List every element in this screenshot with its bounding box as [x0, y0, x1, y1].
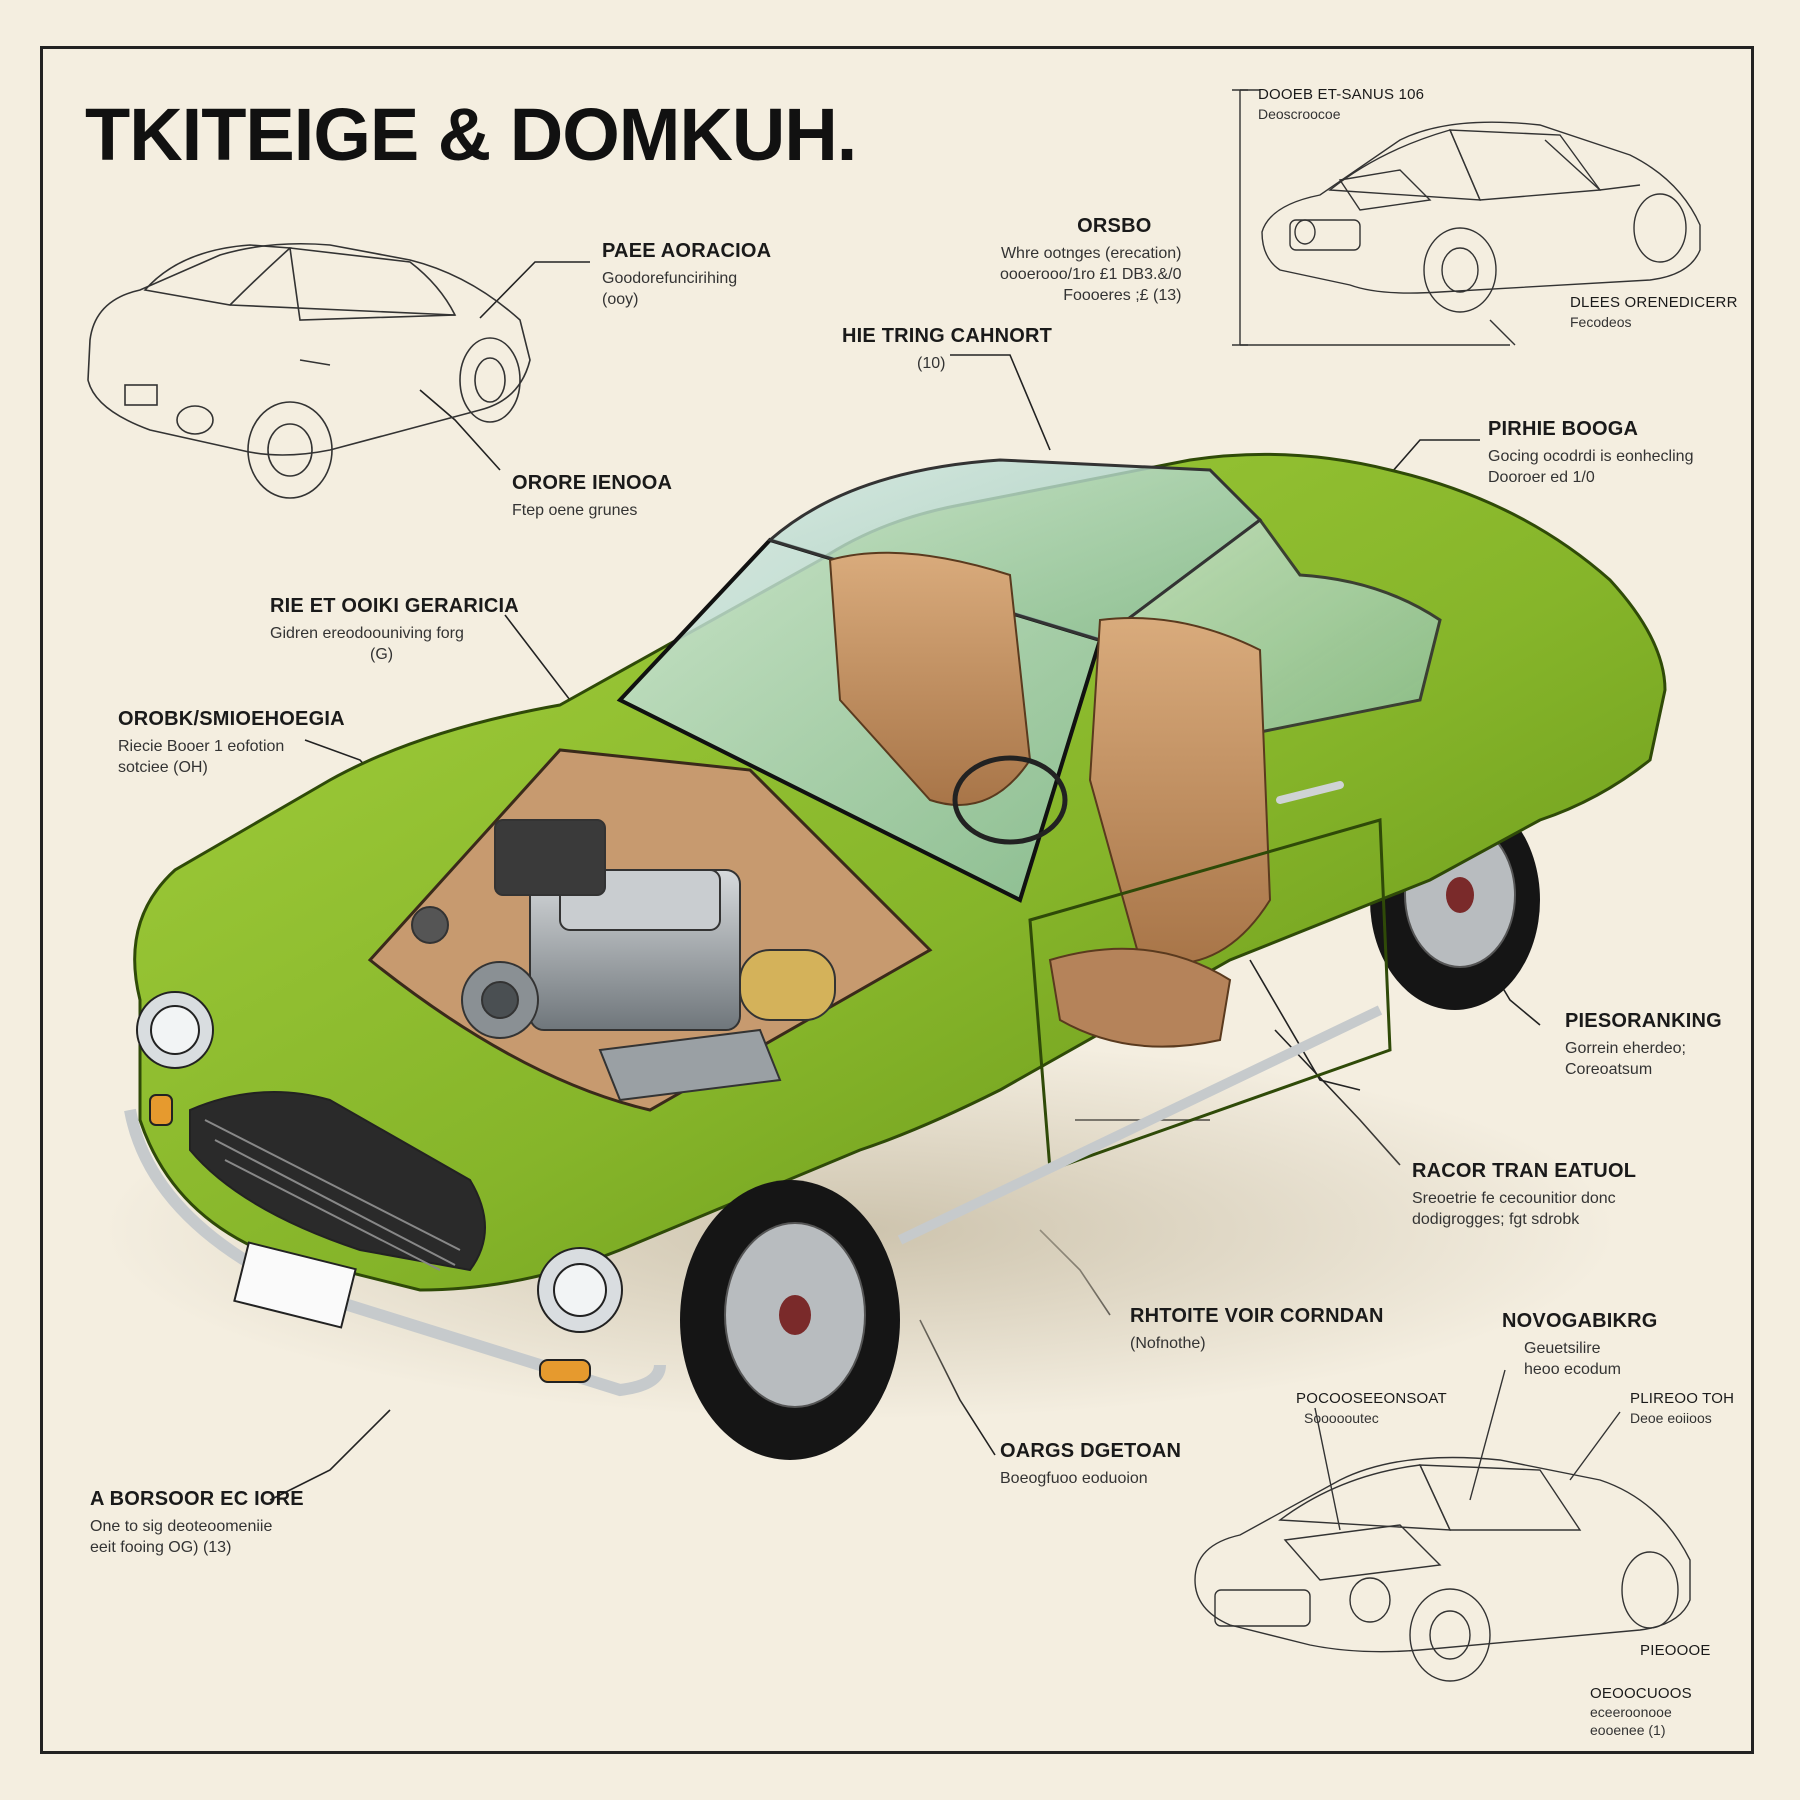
callout-heading: Pieoooe: [1640, 1642, 1711, 1659]
callout-desc: One to sig deoteoomeniie: [90, 1518, 273, 1535]
callout-heading: Dooeb et-sanus 106: [1258, 86, 1425, 103]
callout-desc: Deoe eoiioos: [1630, 1410, 1712, 1426]
callout-4: ORSBO Whre ootnges (erecation) oooerooo/…: [1000, 215, 1181, 306]
rocker-chrome: [897, 1005, 1383, 1245]
callout-9: RACOR TRAN EATUOL Sreoetrie fe cecouniti…: [1412, 1160, 1636, 1230]
engine: [411, 819, 836, 1102]
callout-desc: Boeogfuoo eoduoion: [1000, 1470, 1148, 1487]
callout-desc: Sreoetrie fe cecounitior donc: [1412, 1190, 1616, 1207]
front-end: [124, 991, 666, 1397]
interior: [828, 551, 1272, 1048]
roof-glass: [766, 458, 1263, 642]
callout-10: RHTOITE VOIR CORNDAN (Nofnothe): [1130, 1305, 1384, 1354]
callout-desc: eeit fooing OG) (13): [90, 1539, 232, 1556]
callout-desc: Gidren ereodoouniving forg: [270, 625, 464, 642]
callout-7: PIRHIE BOOGA Gocing ocodrdi is eonheclin…: [1488, 418, 1693, 488]
callout-2: ORORE IENOOA Ftep oene grunes: [512, 472, 672, 521]
callout-heading: PAEE AORACIOA: [602, 240, 772, 262]
callout-desc: Whre ootnges (erecation): [1000, 245, 1182, 262]
callout-heading: RHTOITE VOIR CORNDAN: [1130, 1305, 1384, 1327]
callout-desc: Gocing ocodrdi is eonhecling: [1488, 448, 1694, 465]
sketch-callout-3: Pocooseeonsoat Soooooutec: [1296, 1390, 1447, 1427]
callout-heading: RACOR TRAN EATUOL: [1412, 1160, 1637, 1182]
callout-desc: Dooroer ed 1/0: [1488, 469, 1595, 486]
callout-heading: Plireoo ToH: [1630, 1390, 1735, 1407]
callout-desc: eooenee (1): [1590, 1722, 1666, 1738]
callout-heading: A BORSOOR EC IORE: [90, 1488, 304, 1510]
callout-heading: OARGS DGETOAN: [1000, 1440, 1182, 1462]
callout-desc: Ftep oene grunes: [512, 502, 638, 519]
sketch-callout-2: Dlees orenedicerr Fecodeos: [1570, 294, 1738, 331]
callout-desc: Deoscroocoe: [1258, 106, 1341, 122]
callout-heading: PIESORANKING: [1565, 1010, 1722, 1032]
callout-heading: Oeoocuoos: [1590, 1685, 1692, 1702]
sketch-callout-1: Dooeb et-sanus 106 Deoscroocoe: [1258, 86, 1424, 123]
callout-desc: Fecodeos: [1570, 314, 1632, 330]
car-sketch-front-icon: [1232, 89, 1701, 346]
callout-desc: sotciee (OH): [118, 759, 208, 776]
callout-desc: eceeroonooe: [1590, 1704, 1672, 1720]
car-sketch-rear-icon: [87, 242, 531, 499]
callout-desc: (10): [917, 355, 946, 372]
callout-desc: Foooeres ;£ (13): [1063, 287, 1182, 304]
callout-desc: (G): [370, 646, 394, 663]
callout-13: A BORSOOR EC IORE One to sig deoteoomeni…: [90, 1488, 304, 1558]
callout-desc: Coreoatsum: [1565, 1061, 1653, 1078]
callout-heading: OROBK/SMIOEHOEGIA: [118, 708, 345, 730]
callout-desc: Geuetsilire: [1524, 1340, 1601, 1357]
callout-desc: Riecie Booer 1 eofotion: [118, 738, 285, 755]
callout-desc: (ooy): [602, 291, 639, 308]
callout-6: OROBK/SMIOEHOEGIA Riecie Booer 1 eofotio…: [118, 708, 345, 778]
callout-heading: ORSBO: [1077, 215, 1152, 237]
callout-heading: PIRHIE BOOGA: [1488, 418, 1639, 440]
callout-5: RIE ET OOIKI GERARICIA Gidren ereodoouni…: [270, 595, 519, 665]
poster-frame: [40, 46, 1754, 1754]
callout-desc: Goodorefuncirihing: [602, 270, 738, 287]
callout-desc: Soooooutec: [1304, 1410, 1379, 1426]
callout-desc: oooerooo/1ro £1 DB3.&/0: [1000, 266, 1182, 283]
callout-1: PAEE AORACIOA Goodorefuncirihing (ooy): [602, 240, 771, 310]
front-wheel: [680, 1180, 900, 1460]
callout-heading: Dlees orenedicerr: [1570, 294, 1738, 311]
callout-heading: HIE TRING CAHNORT: [842, 325, 1053, 347]
callout-3: HIE TRING CAHNORT (10): [842, 325, 1052, 374]
callout-heading: Pocooseeonsoat: [1296, 1390, 1447, 1407]
callout-heading: NOVOGABIKRG: [1502, 1310, 1658, 1332]
car-cutaway-illustration: [100, 452, 1667, 1460]
page-title: TKITEIGE & DOMKUH.: [85, 93, 857, 176]
callout-desc: dodigrogges; fgt sdrobk: [1412, 1211, 1580, 1228]
callout-desc: (Nofnothe): [1130, 1335, 1206, 1352]
sketch-callout-4: Plireoo ToH Deoe eoiioos: [1630, 1390, 1734, 1427]
car-sketch-cutaway-icon: [1194, 1369, 1691, 1682]
callout-desc: Gorrein eherdeo;: [1565, 1040, 1686, 1057]
callout-desc: heoo ecodum: [1524, 1361, 1621, 1378]
callout-heading: ORORE IENOOA: [512, 472, 673, 494]
sketch-callout-5: Pieoooe: [1640, 1642, 1711, 1659]
callout-11: NOVOGABIKRG Geuetsilire heoo ecodum: [1502, 1310, 1658, 1380]
callout-heading: RIE ET OOIKI GERARICIA: [270, 595, 519, 617]
sketch-callout-6: Oeoocuoos eceeroonooe eooenee (1): [1590, 1685, 1692, 1739]
door-outline: [1028, 818, 1392, 1173]
callout-8: PIESORANKING Gorrein eherdeo; Coreoatsum: [1565, 1010, 1722, 1080]
callout-12: OARGS DGETOAN Boeogfuoo eoduoion: [1000, 1440, 1181, 1489]
